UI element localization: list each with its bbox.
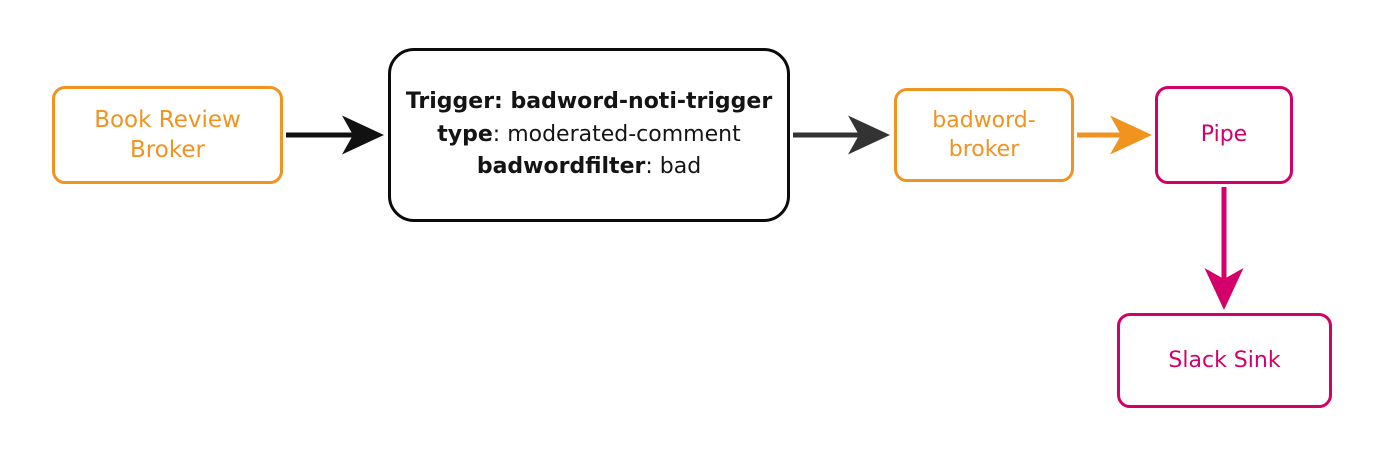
trigger-line-1-bold: Trigger: badword-noti-trigger — [405, 89, 773, 115]
trigger-line-1: Trigger: badword-noti-trigger — [406, 86, 772, 119]
node-pipe[interactable]: Pipe — [1155, 86, 1293, 184]
node-slack-sink-label: Slack Sink — [1168, 347, 1281, 373]
node-pipe-label: Pipe — [1200, 122, 1248, 148]
trigger-line-3-rest: : bad — [645, 154, 702, 180]
node-trigger[interactable]: Trigger: badword-noti-trigger type: mode… — [388, 48, 790, 222]
node-badword-broker[interactable]: badword- broker — [894, 88, 1074, 182]
node-book-review-broker[interactable]: Book Review Broker — [52, 86, 283, 184]
node-book-review-broker-label: Book Review Broker — [94, 106, 241, 163]
trigger-line-3: badwordfilter: bad — [477, 151, 701, 184]
node-slack-sink[interactable]: Slack Sink — [1117, 313, 1332, 408]
trigger-line-3-bold: badwordfilter — [476, 154, 646, 180]
trigger-line-2-bold: type — [437, 121, 493, 147]
trigger-line-2: type: moderated-comment — [437, 119, 740, 152]
trigger-line-2-rest: : moderated-comment — [492, 121, 741, 147]
node-badword-broker-label: badword- broker — [932, 107, 1036, 162]
